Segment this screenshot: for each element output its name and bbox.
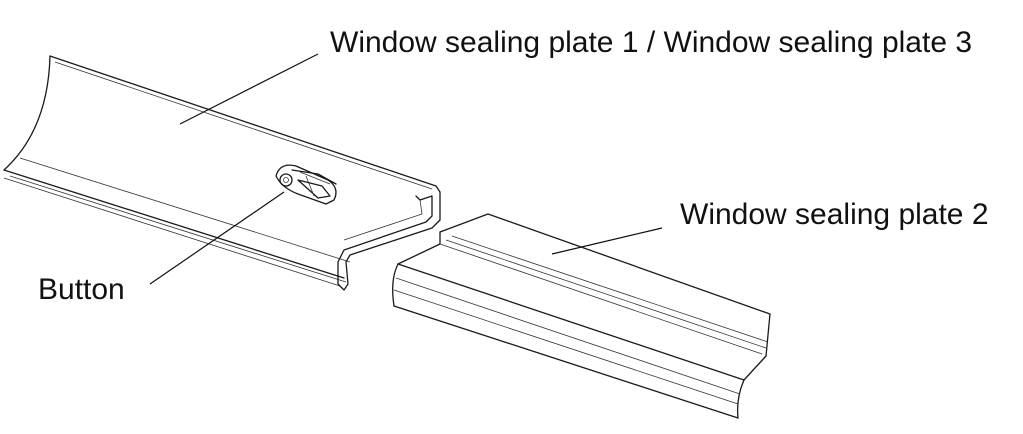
plate-2-bottom-edge bbox=[393, 305, 739, 419]
button-lever bbox=[297, 179, 331, 199]
button-pivot-center bbox=[283, 177, 289, 183]
plate-1-3-end-profile-inner bbox=[343, 199, 423, 241]
plate-1-3-rib-2 bbox=[19, 157, 351, 263]
plate-1-3-flange bbox=[3, 55, 51, 171]
plate-2-top-edge bbox=[439, 213, 771, 315]
plate-1-3-rib-1 bbox=[3, 177, 341, 287]
button-detail-1 bbox=[305, 175, 315, 197]
label-button: Button bbox=[38, 273, 125, 306]
plate-1-3-top-edge bbox=[49, 55, 437, 187]
plate-2-bevel-2 bbox=[393, 289, 739, 405]
plate-1-3-end-profile bbox=[337, 185, 441, 291]
leader-plate-1-3 bbox=[179, 53, 319, 125]
plate-2-groove-1 bbox=[439, 243, 763, 355]
plate-1-3-rib-3 bbox=[9, 175, 347, 283]
sealing-plate-1-3 bbox=[3, 55, 441, 291]
plate-1-3-bottom-edge bbox=[3, 169, 345, 279]
leader-button bbox=[149, 191, 285, 285]
plate-2-right-end bbox=[736, 313, 771, 419]
button-body bbox=[275, 164, 337, 205]
button-detail-2 bbox=[299, 171, 331, 185]
label-window-sealing-plate-2: Window sealing plate 2 bbox=[680, 198, 989, 231]
plate-2-left-end bbox=[392, 263, 399, 307]
plate-1-3-top-edge-inner bbox=[54, 61, 433, 190]
button-shadow bbox=[291, 169, 337, 185]
plate-2-groove-3 bbox=[451, 235, 769, 343]
label-window-sealing-plate-1-3: Window sealing plate 1 / Window sealing … bbox=[330, 26, 973, 59]
leader-plate-2 bbox=[551, 227, 663, 255]
plate-2-groove-2 bbox=[445, 239, 767, 349]
plate-2-front-top bbox=[397, 263, 745, 381]
button-pivot bbox=[279, 173, 293, 187]
sealing-plate-2 bbox=[392, 213, 771, 419]
plate-2-bevel-1 bbox=[395, 277, 741, 395]
button-latch bbox=[275, 164, 337, 205]
